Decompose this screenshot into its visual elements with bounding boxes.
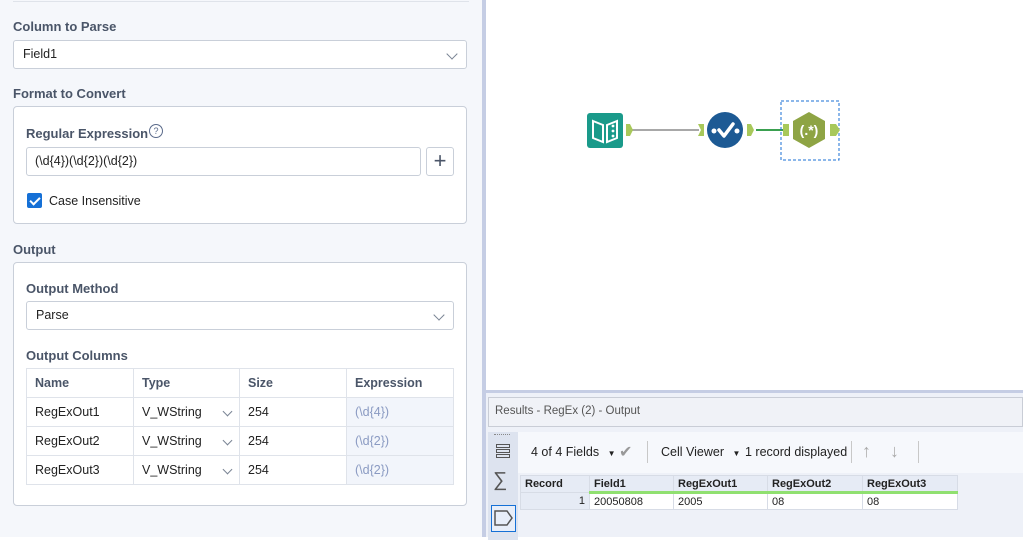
dropdown-arrow-icon: ▼ [607, 449, 616, 458]
chevron-down-icon [222, 464, 233, 475]
type-select[interactable]: V_WString [133, 455, 240, 485]
table-row: 1 20050808 2005 08 08 [520, 492, 958, 510]
regex-input[interactable]: (\d{4})(\d{2})(\d{2}) [26, 147, 421, 176]
name-cell[interactable]: RegExOut3 [26, 455, 134, 485]
dropdown-arrow-icon: ▼ [732, 449, 741, 458]
divider [13, 0, 469, 2]
table-row: RegExOut3 V_WString 254 (\d{2}) [26, 455, 454, 485]
header-field1[interactable]: Field1 [589, 475, 674, 494]
output-columns-label: Output Columns [26, 348, 128, 363]
header-regexout3[interactable]: RegExOut3 [862, 475, 958, 494]
separator [918, 441, 919, 463]
expression-cell: (\d{2}) [346, 426, 454, 456]
results-sidebar: ∑ [488, 432, 518, 540]
regex-tool-icon[interactable]: (.*) [780, 100, 840, 161]
size-cell[interactable]: 254 [239, 426, 347, 456]
column-to-parse-select[interactable]: Field1 [13, 40, 467, 69]
column-to-parse-value: Field1 [23, 47, 58, 61]
header-regexout1[interactable]: RegExOut1 [673, 475, 768, 494]
case-insensitive-checkbox[interactable] [27, 193, 42, 208]
format-to-convert-group: Regular Expression ? (\d{4})(\d{2})(\d{2… [13, 106, 467, 224]
separator [851, 441, 852, 463]
chevron-down-icon [222, 406, 233, 417]
type-value: V_WString [142, 405, 202, 419]
output-method-select[interactable]: Parse [26, 301, 454, 330]
chevron-down-icon [433, 309, 445, 321]
apply-check-icon[interactable]: ✔ [619, 444, 633, 461]
select-tool-icon[interactable] [698, 112, 754, 148]
format-to-convert-label: Format to Convert [13, 86, 126, 101]
add-regex-button[interactable]: + [426, 147, 454, 176]
table-view-icon[interactable] [496, 444, 510, 460]
configuration-panel: Column to Parse Field1 Format to Convert… [0, 0, 482, 537]
drag-handle[interactable] [494, 434, 510, 436]
regexout3-cell[interactable]: 08 [862, 492, 958, 510]
regex-label: Regular Expression [26, 126, 149, 141]
separator [647, 441, 648, 463]
output-method-value: Parse [36, 308, 69, 322]
regexout1-cell[interactable]: 2005 [673, 492, 768, 510]
viewer-selector[interactable]: Cell Viewer ▼ [661, 445, 740, 459]
type-select[interactable]: V_WString [133, 397, 240, 427]
expression-cell: (\d{2}) [346, 455, 454, 485]
chevron-down-icon [222, 435, 233, 446]
table-row: RegExOut1 V_WString 254 (\d{4}) [26, 397, 454, 427]
help-icon[interactable]: ? [149, 124, 163, 138]
record-count: 1 record displayed [745, 445, 848, 459]
header-regexout2[interactable]: RegExOut2 [767, 475, 863, 494]
header-record[interactable]: Record [520, 475, 590, 493]
field1-cell[interactable]: 20050808 [589, 492, 674, 510]
type-select[interactable]: V_WString [133, 426, 240, 456]
results-table: Record Field1 RegExOut1 RegExOut2 RegExO… [520, 475, 958, 510]
results-toolbar: 4 of 4 Fields ▼ ✔ Cell Viewer ▼ 1 record… [518, 432, 1023, 473]
regexout2-cell[interactable]: 08 [767, 492, 863, 510]
viewer-selector-label: Cell Viewer [661, 445, 724, 459]
table-row: RegExOut2 V_WString 254 (\d{2}) [26, 426, 454, 456]
chevron-down-icon [446, 48, 458, 60]
fields-selector-label: 4 of 4 Fields [531, 445, 600, 459]
output-columns-table: Name Type Size Expression RegExOut1 V_WS… [26, 368, 454, 485]
workflow-canvas[interactable]: (.*) [486, 0, 1023, 390]
header-name: Name [26, 368, 134, 398]
arrow-up-icon[interactable]: ↑ [862, 441, 871, 461]
panel-splitter[interactable] [482, 0, 486, 537]
header-type: Type [133, 368, 240, 398]
size-cell[interactable]: 254 [239, 455, 347, 485]
column-to-parse-label: Column to Parse [13, 19, 117, 34]
regex-tool-label: (.*) [800, 122, 819, 138]
tag-view-button[interactable] [491, 505, 516, 532]
fields-selector[interactable]: 4 of 4 Fields ▼ [531, 445, 616, 459]
record-cell: 1 [520, 492, 590, 510]
arrow-down-icon[interactable]: ↓ [890, 441, 899, 461]
type-value: V_WString [142, 434, 202, 448]
output-label: Output [13, 242, 56, 257]
type-value: V_WString [142, 463, 202, 477]
expression-cell: (\d{4}) [346, 397, 454, 427]
results-title: Results - RegEx (2) - Output [488, 397, 1023, 427]
output-method-label: Output Method [26, 281, 119, 296]
results-panel: Results - RegEx (2) - Output ∑ 4 of 4 Fi… [486, 390, 1023, 540]
input-data-tool-icon[interactable] [587, 113, 633, 148]
tag-icon [494, 510, 513, 526]
size-cell[interactable]: 254 [239, 397, 347, 427]
name-cell[interactable]: RegExOut1 [26, 397, 134, 427]
name-cell[interactable]: RegExOut2 [26, 426, 134, 456]
header-size: Size [239, 368, 347, 398]
header-expression: Expression [346, 368, 454, 398]
case-insensitive-label: Case Insensitive [49, 194, 141, 208]
output-group: Output Method Parse Output Columns Name … [13, 262, 467, 506]
sum-icon[interactable]: ∑ [493, 469, 508, 491]
